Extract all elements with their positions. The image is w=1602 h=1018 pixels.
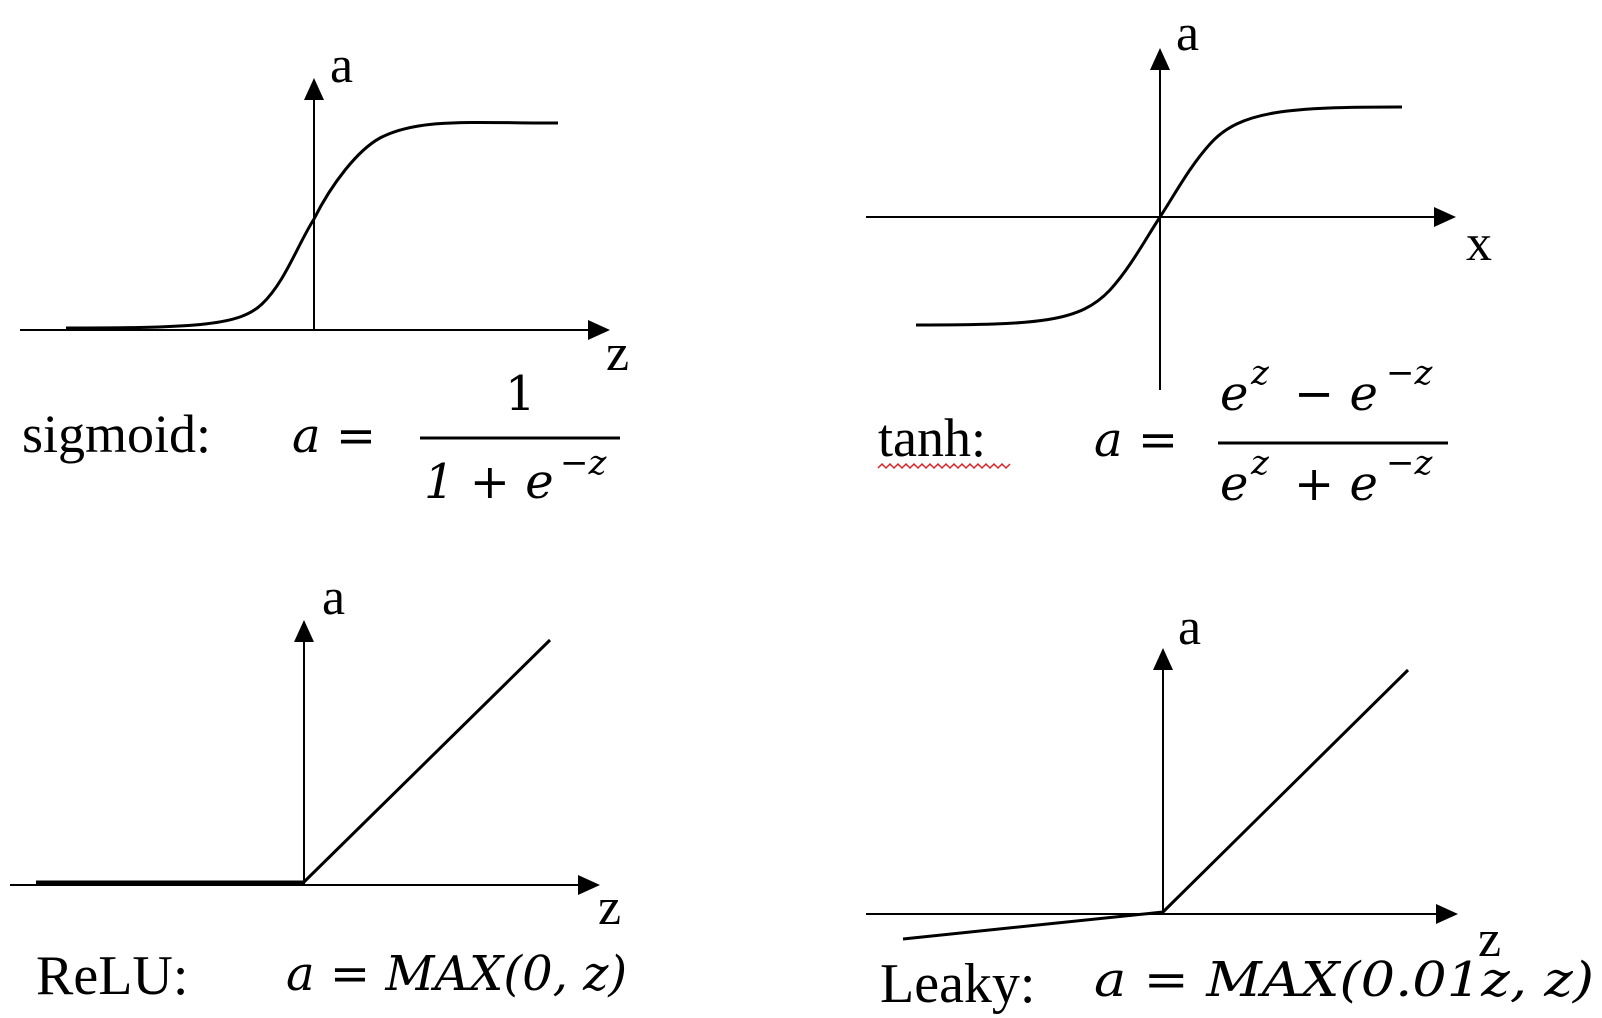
tanh-denominator-base-a: e xyxy=(1220,456,1248,512)
relu-formula: a = MAX(0, z) xyxy=(286,946,627,1002)
tanh-denominator-operator: + e xyxy=(1294,456,1378,512)
tanh-numerator-base-a: e xyxy=(1220,366,1248,422)
tanh-spellcheck-underline xyxy=(877,462,1011,470)
sigmoid-name: sigmoid: xyxy=(22,404,211,464)
sigmoid-denominator-exponent: −z xyxy=(560,443,607,483)
tanh-x-arrow-icon xyxy=(1434,207,1456,227)
tanh-numerator-exponent-b: −z xyxy=(1386,353,1433,393)
sigmoid-curve xyxy=(65,120,559,330)
leaky-formula: a = MAX(0.01z, z) xyxy=(1094,952,1594,1008)
sigmoid-panel: a z sigmoid: a = 1 1 + e −z xyxy=(20,37,629,510)
relu-name: ReLU: xyxy=(36,945,188,1007)
sigmoid-numerator: 1 xyxy=(505,366,536,422)
relu-y-arrow-icon xyxy=(294,620,314,642)
tanh-x-axis-label: x xyxy=(1466,215,1492,272)
leaky-name: Leaky: xyxy=(880,953,1035,1015)
sigmoid-denominator: 1 + e xyxy=(424,454,554,510)
sigmoid-lhs: a = xyxy=(292,408,376,464)
tanh-numerator-operator: − e xyxy=(1294,366,1378,422)
relu-x-arrow-icon xyxy=(578,875,600,895)
relu-x-axis-label: z xyxy=(598,879,621,936)
tanh-lhs: a = xyxy=(1094,412,1178,468)
tanh-denominator-exponent-a: z xyxy=(1250,443,1270,483)
tanh-numerator-exponent-a: z xyxy=(1250,353,1270,393)
leaky-y-arrow-icon xyxy=(1153,648,1173,670)
tanh-denominator-exponent-b: −z xyxy=(1386,443,1433,483)
relu-y-axis-label: a xyxy=(322,569,345,626)
sigmoid-y-axis-label: a xyxy=(330,37,353,94)
sigmoid-x-arrow-icon xyxy=(588,320,610,340)
tanh-name: tanh: xyxy=(878,408,986,468)
tanh-panel: a x tanh: a = e z − e −z e z + e −z xyxy=(866,5,1492,512)
leaky-panel: a z Leaky: a = MAX(0.01z, z) xyxy=(866,599,1594,1015)
leaky-curve xyxy=(902,668,1410,941)
relu-panel: a z ReLU: a = MAX(0, z) xyxy=(10,569,627,1007)
tanh-curve xyxy=(915,105,1403,327)
sigmoid-x-axis-label: z xyxy=(606,325,629,382)
tanh-y-arrow-icon xyxy=(1150,48,1170,70)
tanh-y-axis-label: a xyxy=(1176,5,1199,62)
leaky-x-axis-label: z xyxy=(1478,911,1501,968)
sigmoid-y-arrow-icon xyxy=(304,78,324,100)
leaky-x-arrow-icon xyxy=(1436,904,1458,924)
leaky-y-axis-label: a xyxy=(1178,599,1201,656)
relu-curve xyxy=(36,638,552,884)
